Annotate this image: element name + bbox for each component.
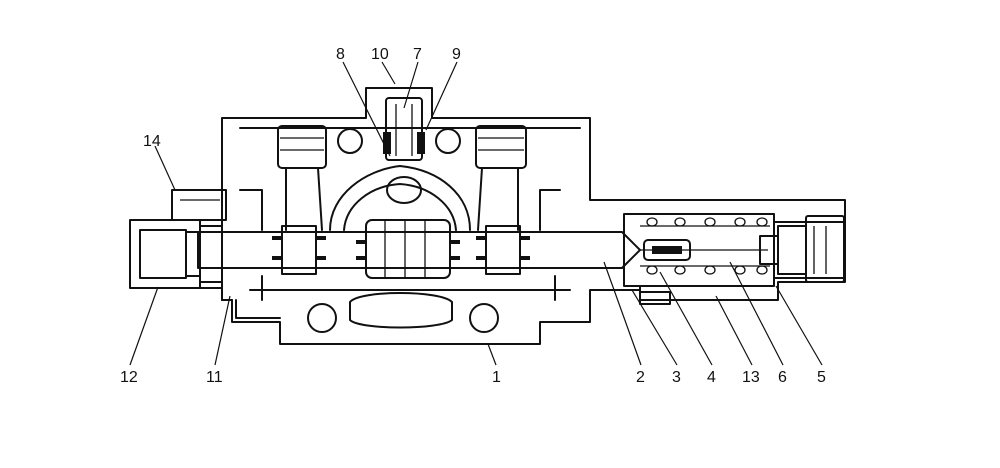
left-end-cap: [129, 189, 233, 301]
callout-labels: 14 10 8 7 9 12 11 1 2 3 4 13 6 5: [120, 46, 826, 386]
check-valve: [383, 97, 425, 204]
callout-11: 11: [206, 369, 223, 386]
callout-2: 2: [636, 369, 645, 386]
callout-14: 14: [143, 133, 161, 150]
bottom-bosses: [307, 292, 499, 333]
spool-lands: [281, 219, 521, 279]
callout-1: 1: [492, 369, 501, 386]
callout-9: 9: [452, 46, 461, 63]
callout-4: 4: [707, 369, 716, 386]
spool: [197, 219, 768, 279]
central-passage: [239, 128, 561, 231]
upper-right-port: [475, 125, 527, 231]
upper-left-port: [277, 125, 327, 231]
spring-coils: [640, 217, 770, 275]
callout-5: 5: [817, 369, 826, 386]
callout-3: 3: [672, 369, 681, 386]
leader-lines: [129, 61, 823, 366]
callout-7: 7: [413, 46, 422, 63]
callout-6: 6: [778, 369, 787, 386]
spool-notches: [272, 236, 530, 260]
callout-13: 13: [742, 369, 760, 386]
callout-8: 8: [336, 46, 345, 63]
callout-12: 12: [120, 369, 138, 386]
right-end-cap: [623, 213, 846, 305]
callout-10: 10: [371, 46, 389, 63]
